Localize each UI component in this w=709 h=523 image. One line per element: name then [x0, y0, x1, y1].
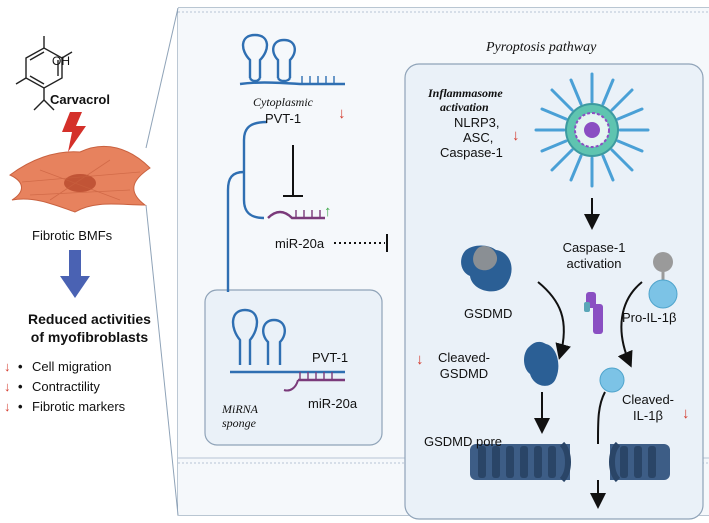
inflammasome-label-1: Inflammasome: [428, 86, 503, 100]
cleaved-gsdmd-label-1: Cleaved-: [437, 350, 491, 365]
component-caspase1: Caspase-1: [440, 145, 503, 160]
caspase-icon: [584, 292, 603, 334]
result-line1: Reduced activities: [28, 311, 151, 327]
sponge-panel: [204, 289, 383, 446]
pyroptosis-panel: [404, 63, 704, 520]
gsdmd-label: GSDMD: [464, 306, 513, 321]
cleaved-gsdmd-label-2: GSDMD: [439, 366, 489, 381]
sponge-pvt1-label: PVT-1: [312, 350, 349, 365]
zoom-line-bottom: [145, 204, 179, 516]
process-down-arrow-icon: [60, 250, 90, 298]
cleaved-gsdmd-icon: [524, 341, 559, 386]
caspase-activation-2: activation: [566, 256, 622, 271]
membrane-pore-icon: [470, 441, 670, 483]
cytoplasmic-label: Cytoplasmic: [253, 95, 313, 109]
inflammasome-label-2: activation: [440, 100, 489, 114]
result-line2: of myofibroblasts: [30, 329, 149, 345]
carvacrol-label: Carvacrol: [50, 92, 110, 107]
down-arrow-icon: ↓: [338, 105, 346, 122]
up-arrow-icon: ↑: [324, 203, 332, 220]
sponge-title-2: sponge: [222, 416, 256, 430]
down-arrow-icon: ↓: [416, 351, 424, 368]
fibroblast-cell-icon: [9, 145, 151, 213]
mir20a-label: miR-20a: [275, 236, 325, 251]
pore-label: GSDMD pore: [424, 434, 503, 449]
sponge-rna-icon: [230, 308, 345, 392]
pro-il1b-icon: [648, 252, 678, 309]
arrow-to-cleaved-il1b: [617, 281, 643, 368]
down-arrow-icon: ↓: [4, 379, 11, 394]
cell-label: Fibrotic BMFs: [32, 228, 113, 243]
cleaved-il1b-label-2: IL-1β: [633, 408, 663, 423]
pathway-title: Pyroptosis pathway: [486, 40, 597, 55]
gsdmd-protein-icon: [461, 245, 512, 292]
arrow-to-cleaved-gsdmd: [537, 281, 571, 360]
list-item: ↓•Cell migration: [4, 357, 125, 377]
down-arrow-icon: ↓: [4, 359, 11, 374]
lightning-icon: [62, 112, 86, 152]
component-asc: ASC,: [463, 130, 494, 145]
arrow-il1b-release: [590, 391, 606, 509]
sponge-connector: [226, 170, 245, 292]
sponge-title-1: MiRNA: [222, 402, 258, 416]
list-item: ↓•Contractility: [4, 377, 125, 397]
caspase-activation-1: Caspase-1: [562, 240, 626, 255]
cleaved-il1b-label-1: Cleaved-: [621, 392, 675, 407]
pvt1-label: PVT-1: [264, 111, 302, 126]
component-nlrp3: NLRP3,: [454, 115, 500, 130]
cleaved-il1b-icon: [599, 367, 625, 393]
pro-il1b-label: Pro-IL-1β: [622, 310, 677, 325]
pvt1-bracket: [242, 120, 268, 220]
zoom-line-top: [145, 7, 179, 149]
sponge-mir20a-label: miR-20a: [308, 396, 358, 411]
effects-list: ↓•Cell migration ↓•Contractility ↓•Fibro…: [4, 357, 125, 417]
mir20a-rna-icon: [267, 210, 325, 220]
down-arrow-icon: ↓: [512, 127, 520, 144]
carvacrol-structure-icon: [15, 36, 73, 111]
down-arrow-icon: ↓: [4, 399, 11, 414]
down-arrow-icon: ↓: [682, 405, 690, 422]
pvt1-rna-icon: [239, 33, 345, 86]
inflammasome-icon: [534, 72, 650, 188]
oh-label: OH: [52, 54, 70, 68]
list-item: ↓•Fibrotic markers: [4, 397, 125, 417]
